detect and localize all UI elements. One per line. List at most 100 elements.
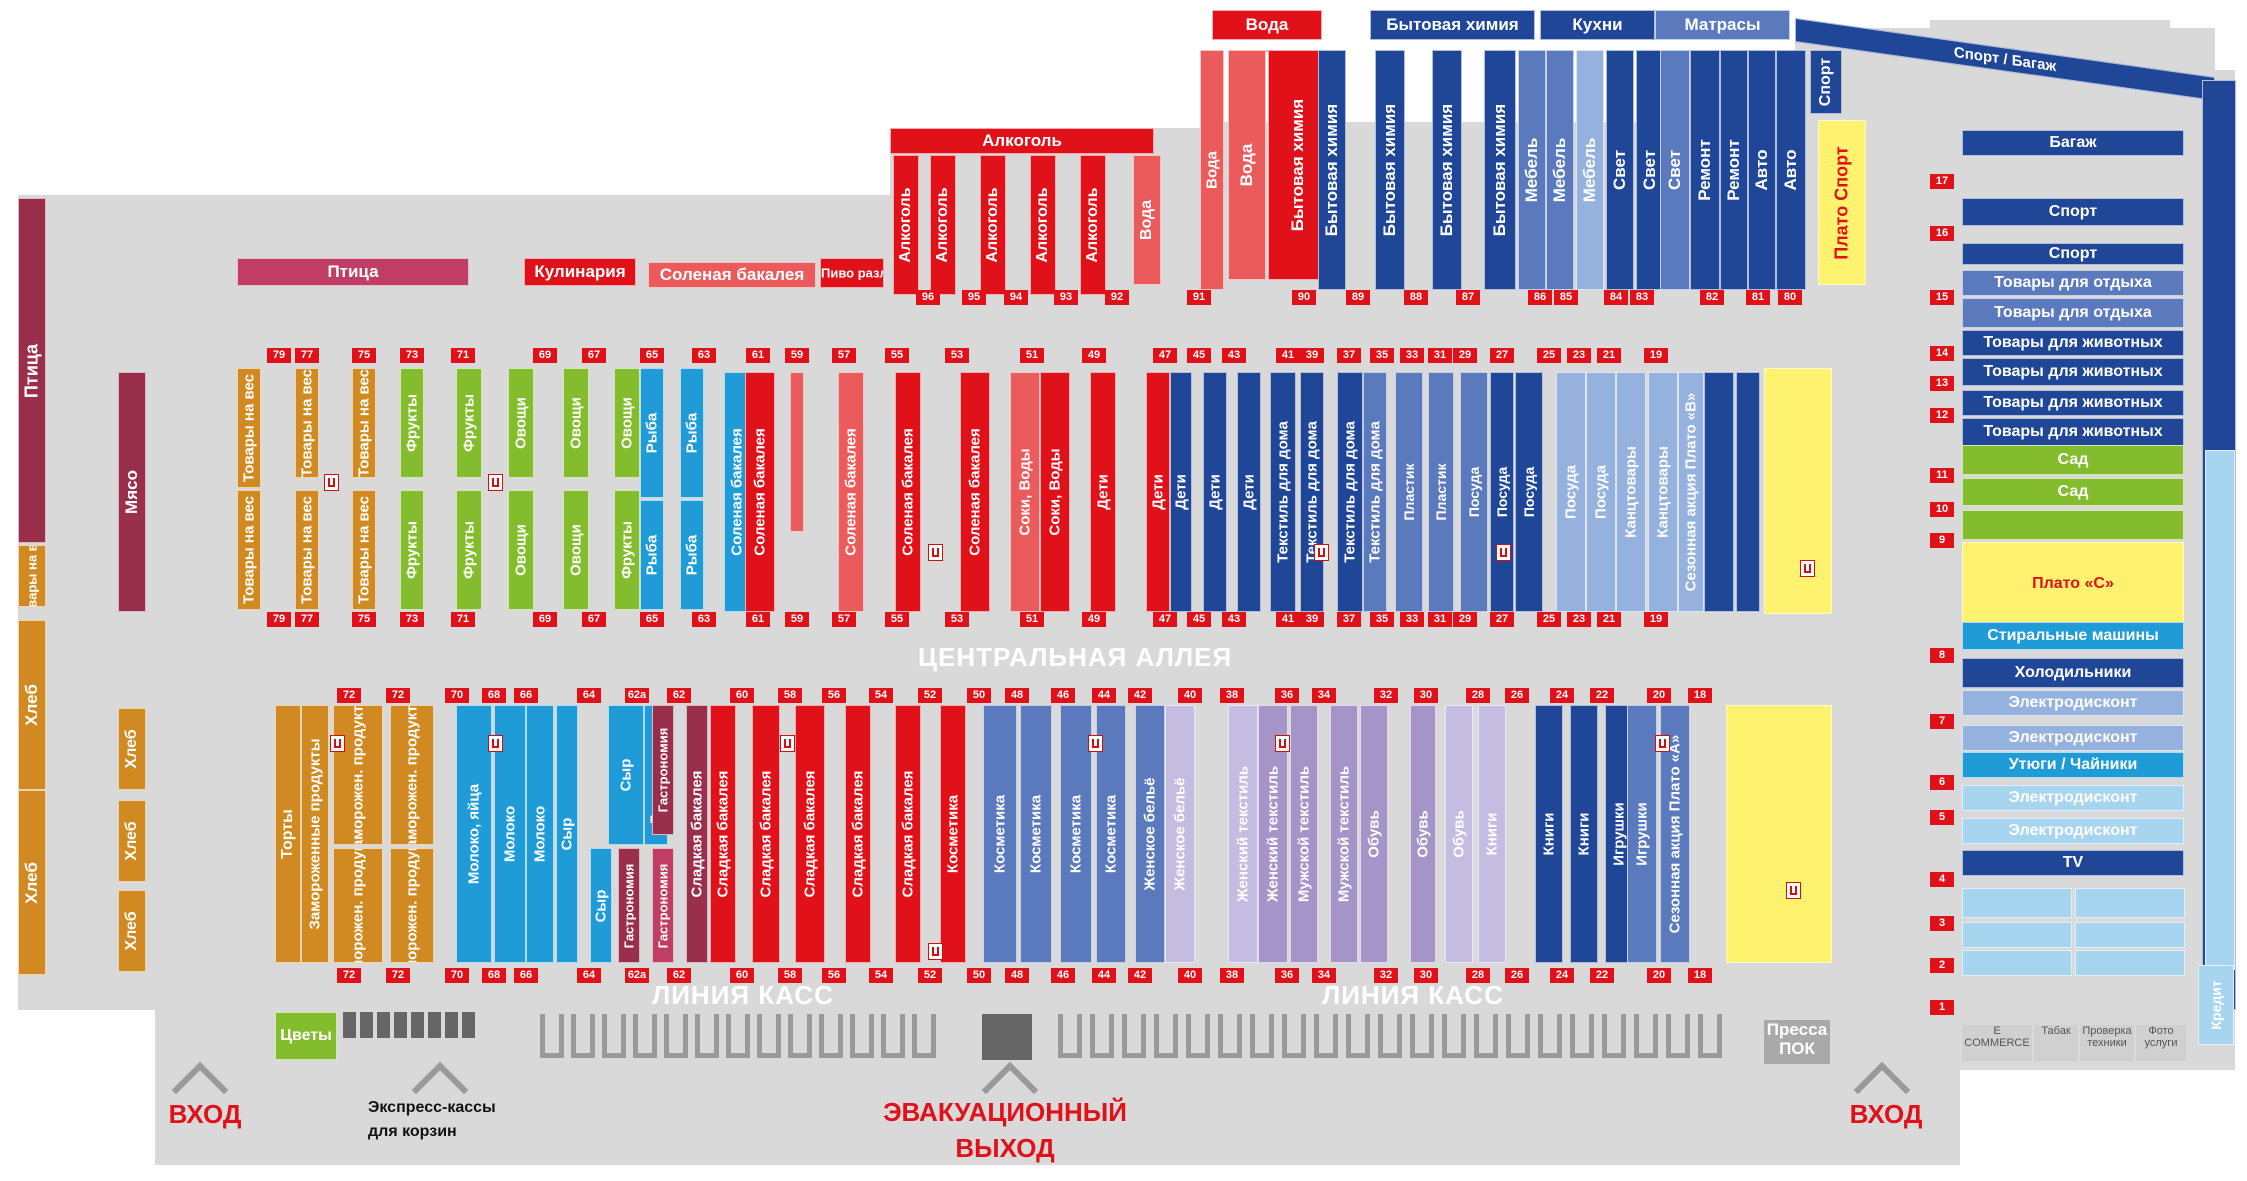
shelf-section[interactable]: Товары для животных [1962, 358, 2184, 386]
express-checkout[interactable] [411, 1012, 424, 1038]
shelf-section[interactable]: Товары для животных [1962, 390, 2184, 416]
shelf-section[interactable]: Текстиль для дома [1363, 372, 1387, 612]
shelf-section[interactable] [2075, 888, 2185, 918]
shelf-section[interactable]: Канцтовары [1648, 372, 1678, 612]
shelf-section[interactable]: Бытовая химия [1432, 50, 1462, 290]
shelf-section[interactable]: Авто [1776, 50, 1806, 290]
shelf-section[interactable]: Хлеб [118, 708, 146, 790]
shelf-section[interactable]: Женское бельё [1135, 705, 1165, 963]
shelf-section[interactable]: Товары для животных [1962, 418, 2184, 446]
shelf-section[interactable]: Сад [1962, 445, 2184, 475]
express-checkout[interactable] [343, 1012, 356, 1038]
shelf-section[interactable]: Замороженные продукты [301, 705, 329, 963]
checkout-counter[interactable] [1250, 1014, 1274, 1058]
shelf-section[interactable]: Овощи [563, 368, 589, 478]
shelf-section[interactable]: Рыба [680, 368, 704, 498]
shelf-section[interactable]: Женский текстиль [1228, 705, 1258, 963]
shelf-section[interactable]: Текстиль для дома [1337, 372, 1363, 612]
shelf-section[interactable]: Овощи [614, 368, 640, 478]
shelf-section[interactable]: Мужской текстиль [1290, 705, 1318, 963]
shelf-section[interactable]: Товары на вес [352, 368, 376, 478]
checkout-counter[interactable] [602, 1014, 626, 1058]
shelf-section[interactable]: Соленая бакалея [838, 372, 864, 612]
checkout-counter[interactable] [850, 1014, 874, 1058]
express-checkout[interactable] [360, 1012, 373, 1038]
shelf-section[interactable]: Заморожен. продукты [333, 848, 383, 963]
checkout-counter[interactable] [1474, 1014, 1498, 1058]
shelf-section[interactable]: Алкоголь [1030, 155, 1056, 295]
shelf-section[interactable]: Сыр [590, 848, 612, 963]
checkout-counter[interactable] [1410, 1014, 1434, 1058]
shelf-section[interactable]: Плато «С» [1962, 542, 2184, 626]
shelf-section[interactable]: Алкоголь [1080, 155, 1106, 295]
shelf-section[interactable]: Фрукты [456, 368, 482, 478]
checkout-counter[interactable] [1090, 1014, 1114, 1058]
shelf-section[interactable]: Вода [1228, 50, 1266, 280]
express-checkout[interactable] [445, 1012, 458, 1038]
shelf-section[interactable]: Сладкая бакалея [752, 705, 780, 963]
shelf-section[interactable] [790, 372, 804, 532]
checkout-counter[interactable] [571, 1014, 595, 1058]
shelf-section[interactable]: Сад [1962, 478, 2184, 506]
shelf-section[interactable]: Косметика [1020, 705, 1052, 963]
shelf-section[interactable]: Спорт [1810, 50, 1842, 114]
shelf-section[interactable]: Плато Спорт [1818, 120, 1866, 285]
shelf-section[interactable]: Сезонная акция Плато «B» [1678, 372, 1704, 612]
entrance-label[interactable]: ВХОД [168, 1099, 242, 1129]
shelf-section[interactable]: Рыба [640, 368, 664, 498]
shelf-section[interactable]: Канцтовары [1616, 372, 1646, 612]
shelf-section[interactable] [2075, 922, 2185, 948]
shelf-section[interactable]: Фрукты [456, 490, 482, 610]
shelf-section[interactable]: Хлеб [18, 790, 46, 975]
shelf-section[interactable]: Мебель [1576, 50, 1604, 290]
shelf-section[interactable] [1764, 368, 1832, 614]
shelf-section[interactable]: Пиво разлив. [820, 258, 884, 288]
shelf-section[interactable]: Багаж [1962, 130, 2184, 156]
shelf-section[interactable]: Пластик [1395, 372, 1423, 612]
checkout-counter[interactable] [1698, 1014, 1722, 1058]
checkout-counter[interactable] [540, 1014, 564, 1058]
checkout-counter[interactable] [1602, 1014, 1626, 1058]
shelf-section[interactable]: Овощи [508, 368, 534, 478]
shelf-section[interactable]: Сыр [556, 705, 578, 963]
shelf-section[interactable]: Сладкая бакалея [795, 705, 825, 963]
shelf-section[interactable]: Свет [1660, 50, 1690, 290]
shelf-section[interactable]: Мясо [118, 372, 146, 612]
shelf-section[interactable]: Утюги / Чайники [1962, 752, 2184, 778]
checkout-counter[interactable] [1058, 1014, 1082, 1058]
checkout-counter[interactable] [1154, 1014, 1178, 1058]
shelf-section[interactable] [1266, 50, 1268, 52]
shelf-section[interactable]: Свет [1606, 50, 1634, 290]
checkout-counter[interactable] [1538, 1014, 1562, 1058]
checkout-counter[interactable] [912, 1014, 936, 1058]
shelf-section[interactable]: Товары на вес [295, 368, 319, 478]
checkout-counter[interactable] [1666, 1014, 1690, 1058]
shelf-section[interactable]: Алкоголь [890, 128, 1154, 154]
shelf-section[interactable]: Товары на вес [352, 490, 376, 610]
shelf-section[interactable]: Сладкая бакалея [895, 705, 921, 963]
shelf-section[interactable]: Гастрономия [652, 705, 674, 835]
shelf-section[interactable]: Товары для отдыха [1962, 270, 2184, 296]
shelf-section[interactable]: Электродисконт [1962, 725, 2184, 751]
shelf-section[interactable]: Кухни [1540, 10, 1655, 40]
shelf-section[interactable]: Гастрономия [652, 848, 674, 963]
shelf-section[interactable]: Обувь [1360, 705, 1388, 963]
express-checkout[interactable] [428, 1012, 441, 1038]
checkout-counter[interactable] [1346, 1014, 1370, 1058]
shelf-section[interactable]: Электродисконт [1962, 785, 2184, 811]
shelf-section[interactable]: Пластик [1428, 372, 1454, 612]
shelf-section[interactable] [1736, 372, 1760, 612]
shelf-section[interactable]: Птица [237, 258, 469, 286]
shelf-section[interactable]: Рыба [680, 500, 704, 610]
shelf-section[interactable]: Текстиль для дома [1300, 372, 1324, 612]
shelf-section[interactable]: Бытовая химия [1375, 50, 1405, 290]
shelf-section[interactable]: Дети [1203, 372, 1227, 612]
shelf-section[interactable]: Косметика [1060, 705, 1092, 963]
shelf-section[interactable]: Книги [1570, 705, 1598, 963]
express-checkout[interactable] [377, 1012, 390, 1038]
shelf-section[interactable]: Цветы [275, 1012, 337, 1060]
shelf-section[interactable]: Спорт [1962, 243, 2184, 265]
shelf-section[interactable] [1962, 510, 2184, 540]
